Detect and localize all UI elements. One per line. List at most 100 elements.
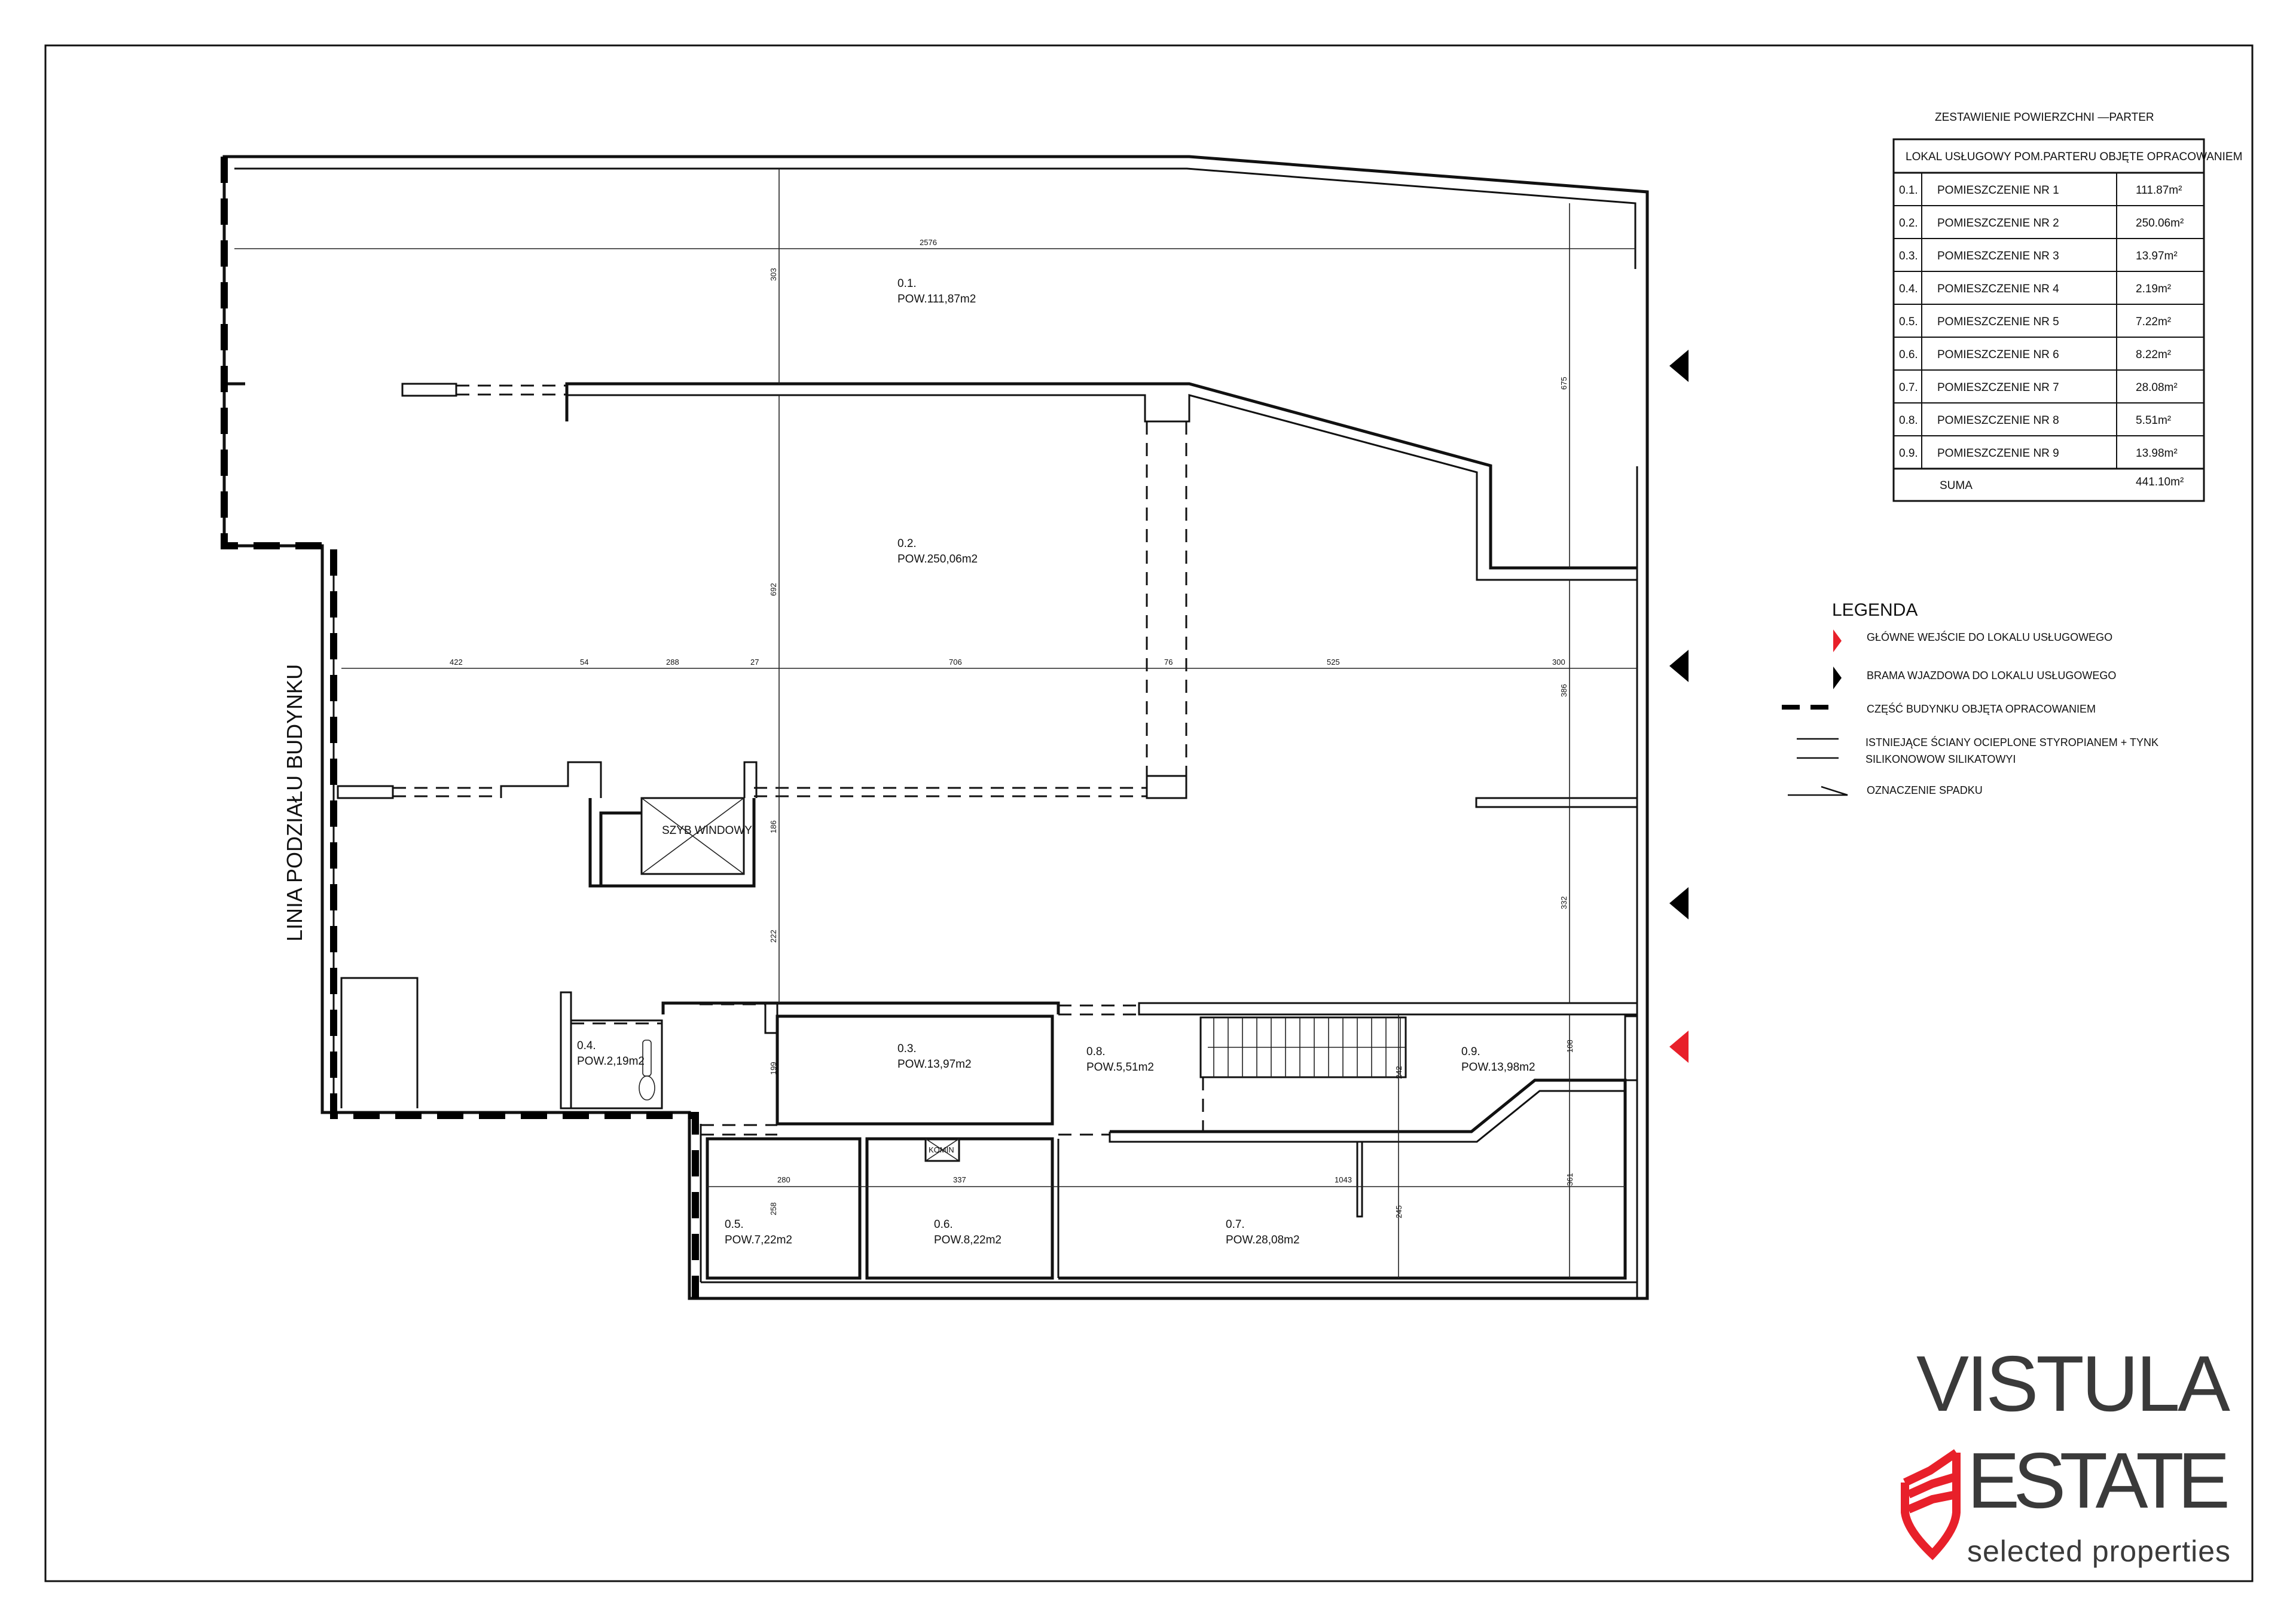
main-entrance-arrow-icon [1833,629,1842,652]
walls [222,155,1649,1300]
dimension-label: 386 [1559,684,1568,697]
room-number: 0.4. [577,1040,596,1052]
dimension-label: 1043 [1335,1175,1352,1184]
shield-icon [1901,1449,1961,1560]
legend-item: CZĘŚĆ BUDYNKU OBJĘTA OPRACOWANIEM [1867,702,2096,715]
table-header: LOKAL USŁUGOWY POM.PARTERU OBJĘTE OPRACO… [1906,151,2242,163]
vistula-estate-logo: VISTULA ESTATE selected properties [1901,1340,2230,1568]
dimension-label: 108 [1565,1040,1574,1053]
table-sum-label: SUMA [1940,479,1973,492]
dimension-label: 54 [580,658,588,667]
dimension-label: 258 [769,1202,778,1215]
room-area: POW.250,06m2 [897,553,978,566]
table-cell-name: POMIESZCZENIE NR 9 [1937,447,2059,460]
legend-item: ISTNIEJĄCE ŚCIANY OCIEPLONE STYROPIANEM … [1866,736,2158,748]
logo-line2: ESTATE [1967,1436,2230,1524]
table-cell-no: 0.3. [1899,250,1918,262]
dimension-label: 186 [769,820,778,833]
room-number: 0.5. [725,1218,744,1231]
dimension-lines [234,169,1637,1278]
room-area: POW.8,22m2 [934,1234,1002,1246]
table-cell-name: POMIESZCZENIE NR 5 [1937,316,2059,328]
table-cell-name: POMIESZCZENIE NR 1 [1937,184,2059,197]
room-area: POW.7,22m2 [725,1234,792,1246]
dimension-label: 76 [1164,658,1173,667]
gate-arrow-icon [1669,650,1689,682]
room-area: POW.28,08m2 [1226,1234,1300,1246]
table-cell-no: 0.1. [1899,184,1918,197]
legend-item: OZNACZENIE SPADKU [1867,784,1983,796]
table-cell-no: 0.8. [1899,414,1918,427]
table-cell-area: 13.98m² [2136,447,2178,460]
table-cell-no: 0.4. [1899,283,1918,295]
gate-arrow-icon [1833,667,1842,689]
dimension-label: 692 [769,583,778,596]
chimney-label: KOMIN [929,1145,954,1154]
room-area: POW.2,19m2 [577,1055,645,1068]
room-area: POW.111,87m2 [897,293,976,305]
room-number: 0.1. [897,277,917,290]
area-summary-table: ZESTAWIENIE POWIERZCHNI —PARTER LOKAL US… [1892,111,2242,502]
room-number: 0.3. [897,1043,917,1055]
table-cell-no: 0.6. [1899,349,1918,361]
elevator-shaft-label: SZYB WINDOWY [662,824,752,837]
legend-item: BRAMA WJAZDOWA DO LOKALU USŁUGOWEGO [1867,670,2116,681]
dimension-label: 300 [1552,658,1565,667]
table-cell-name: POMIESZCZENIE NR 7 [1937,381,2059,394]
dimension-label: 525 [1327,658,1340,667]
table-sum-value: 441.10m² [2136,476,2184,488]
legend-item: GŁÓWNE WEJŚCIE DO LOKALU USŁUGOWEGO [1867,631,2112,643]
dimension-label: 280 [777,1175,790,1184]
table-cell-name: POMIESZCZENIE NR 6 [1937,349,2059,361]
table-cell-area: 8.22m² [2136,349,2171,361]
table-cell-area: 250.06m² [2136,217,2184,230]
dimension-label: 2576 [920,238,937,247]
legend-title: LEGENDA [1832,600,1918,620]
table-cell-area: 28.08m² [2136,381,2178,394]
dimension-label: 361 [1565,1173,1574,1186]
dimension-label: 337 [953,1175,966,1184]
room-area: POW.5,51m2 [1086,1061,1154,1074]
room-number: 0.8. [1086,1046,1106,1058]
table-title: ZESTAWIENIE POWIERZCHNI —PARTER [1935,111,2154,124]
entrance-markers [1669,350,1689,1063]
table-cell-area: 111.87m² [2136,184,2182,197]
building-division-label: LINIA PODZIAŁU BUDYNKU [282,664,307,942]
table-cell-area: 13.97m² [2136,250,2178,262]
slope-symbol [1788,785,1848,796]
table-cell-no: 0.9. [1899,447,1918,460]
room-number: 0.2. [897,537,917,550]
table-cell-name: POMIESZCZENIE NR 2 [1937,217,2059,230]
table-cell-name: POMIESZCZENIE NR 8 [1937,414,2059,427]
table-cell-name: POMIESZCZENIE NR 3 [1937,250,2059,262]
room-area: POW.13,97m2 [897,1058,972,1071]
gate-arrow-icon [1669,350,1689,382]
table-cell-area: 2.19m² [2136,283,2171,295]
logo-tagline: selected properties [1967,1535,2230,1568]
dimension-label: 199 [769,1062,778,1075]
drawing-frame [44,44,2254,1582]
legend: LEGENDA GŁÓWNE WEJŚCIE DO LOKALU USŁUGOW… [1782,600,2158,796]
table-cell-area: 5.51m² [2136,414,2171,427]
table-cell-name: POMIESZCZENIE NR 4 [1937,283,2059,295]
logo-line1: VISTULA [1916,1340,2230,1428]
dimension-label: 332 [1559,896,1568,909]
dimension-label: 675 [1559,377,1568,390]
dimension-label: 422 [450,658,463,667]
room-labels: 0.1. POW.111,87m2 0.2. POW.250,06m2 0.3.… [577,277,1535,1246]
table-cell-area: 7.22m² [2136,316,2171,328]
room-area: POW.13,98m2 [1461,1061,1535,1074]
dimension-label: 706 [949,658,962,667]
main-entrance-arrow-icon [1669,1031,1689,1063]
table-cell-no: 0.5. [1899,316,1918,328]
dimension-label: 27 [750,658,759,667]
dimension-label: 245 [1394,1205,1403,1218]
table-cell-no: 0.2. [1899,217,1918,230]
legend-item: SILIKONOWOW SILIKATOWYI [1866,753,2016,765]
dimension-label: 222 [769,930,778,943]
dimension-label: 303 [769,268,778,281]
gate-arrow-icon [1669,887,1689,919]
dimension-labels: 2576 303 675 692 422 54 288 27 706 76 52… [450,238,1574,1218]
dimension-label: 242 [1394,1066,1403,1079]
